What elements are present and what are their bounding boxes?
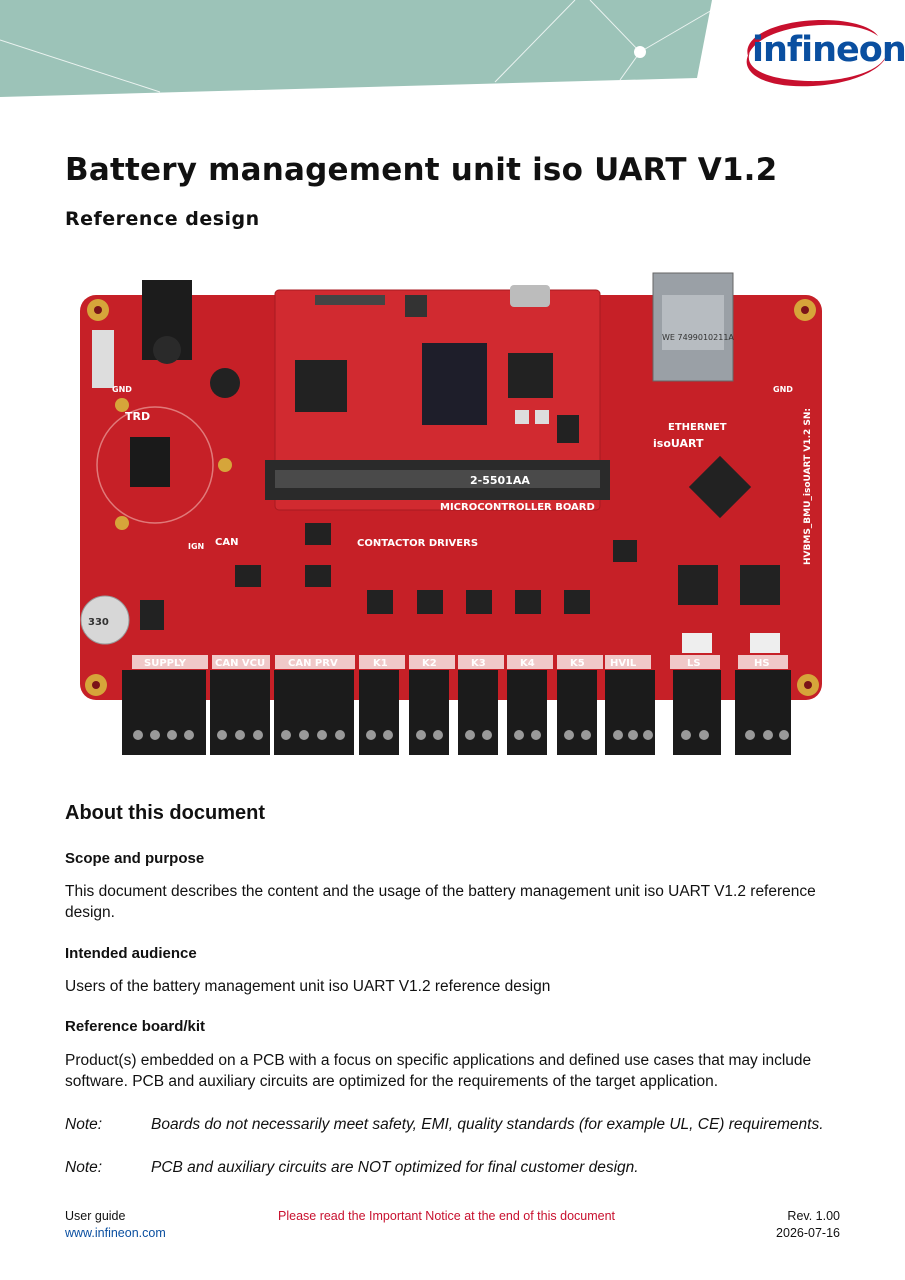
ign-label: IGN (188, 542, 204, 551)
mcu-board-label: MICROCONTROLLER BOARD (440, 502, 595, 513)
connector-label-k3: K3 (471, 658, 486, 669)
connector-label-can-prv: CAN PRV (288, 658, 338, 669)
connector-label-hs: HS (754, 658, 770, 669)
board-id-label: HVBMS_BMU_isoUART V1.2 SN: (803, 408, 813, 565)
ethernet-label: ETHERNET (668, 422, 727, 433)
contactor-drivers-label: CONTACTOR DRIVERS (357, 538, 478, 549)
doc-type: User guide (65, 1209, 126, 1223)
can-label: CAN (215, 537, 238, 548)
footer-left: User guide www.infineon.com (65, 1208, 166, 1242)
important-notice: Please read the Important Notice at the … (278, 1209, 616, 1223)
connector-label-can-vcu: CAN VCU (215, 658, 265, 669)
board-photo: 2-5501AA TRD 330 CAN IGN CONTACTOR DRIVE… (70, 265, 840, 765)
document-subtitle: Reference design (65, 208, 260, 230)
connector-label-k2: K2 (422, 658, 437, 669)
infineon-logo: infineon (752, 30, 905, 70)
note-label: Note: (65, 1159, 103, 1176)
scope-heading: Scope and purpose (65, 850, 205, 867)
release-date: 2026-07-16 (776, 1226, 840, 1240)
kit-paragraph: Product(s) embedded on a PCB with a focu… (65, 1052, 812, 1090)
audience-heading: Intended audience (65, 945, 197, 962)
audience-paragraph: Users of the battery management unit iso… (65, 978, 551, 995)
gnd-label-left: GND (112, 385, 132, 394)
website-link[interactable]: www.infineon.com (65, 1226, 166, 1240)
connector-label-ls: LS (687, 658, 701, 669)
connector-label-k5: K5 (570, 658, 585, 669)
capacitor-label: 330 (88, 617, 109, 628)
header-band (0, 0, 713, 97)
about-heading: About this document (65, 802, 265, 824)
note-text: PCB and auxiliary circuits are NOT optim… (151, 1159, 639, 1176)
kit-heading: Reference board/kit (65, 1018, 206, 1035)
board-illustration: 2-5501AA TRD 330 CAN IGN CONTACTOR DRIVE… (80, 272, 822, 755)
te-part-label: 2-5501AA (470, 474, 530, 487)
trd-label: TRD (125, 410, 150, 423)
connector-label-supply: SUPPLY (144, 658, 187, 669)
note-label: Note: (65, 1116, 103, 1133)
terminal-blocks (122, 670, 791, 755)
connector-label-k4: K4 (520, 658, 535, 669)
connector-label-k1: K1 (373, 658, 388, 669)
connector-labels: SUPPLY CAN VCU CAN PRV K1 K2 K3 K4 K5 HV… (132, 655, 788, 669)
infineon-logo-swoosh (746, 20, 886, 87)
scope-paragraph: This document describes the content and … (65, 883, 816, 921)
revision: Rev. 1.00 (787, 1209, 840, 1223)
isouart-label: isoUART (653, 437, 704, 450)
connector-label-hvil: HVIL (610, 658, 637, 669)
document-title: Battery management unit iso UART V1.2 (65, 152, 778, 188)
gnd-label-right: GND (773, 385, 793, 394)
ethernet-part-label: WE 7499010211A (662, 333, 734, 342)
footer-right: Rev. 1.00 2026-07-16 (776, 1208, 840, 1242)
note-text: Boards do not necessarily meet safety, E… (151, 1116, 824, 1133)
